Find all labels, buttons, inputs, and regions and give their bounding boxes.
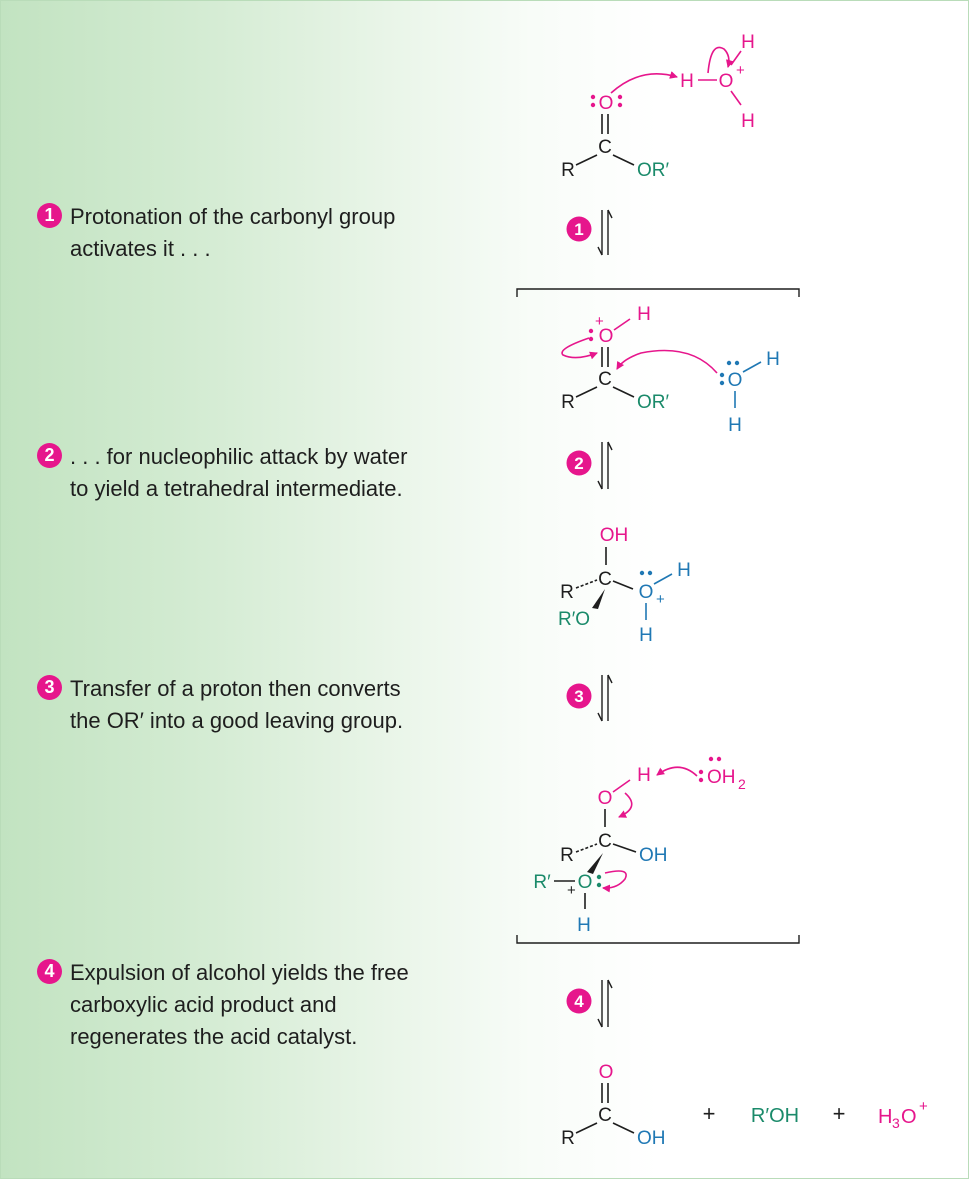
svg-text:H: H xyxy=(766,349,780,370)
step-4-description: 4 Expulsion of alcohol yields the free c… xyxy=(37,957,477,1053)
svg-text:C: C xyxy=(598,569,612,590)
svg-text:OH: OH xyxy=(637,1128,666,1149)
svg-text:O: O xyxy=(639,582,654,603)
svg-text:H: H xyxy=(577,915,591,936)
svg-text:C: C xyxy=(598,831,612,852)
svg-text:R: R xyxy=(561,160,575,181)
svg-text:+: + xyxy=(833,1101,846,1126)
svg-text:H: H xyxy=(639,625,653,646)
svg-text:H: H xyxy=(637,304,651,325)
step-2-badge: 2 xyxy=(37,443,62,468)
svg-text:O: O xyxy=(719,71,734,92)
svg-text:O: O xyxy=(598,788,613,809)
equilibrium-arrow-3: 3 xyxy=(566,674,613,722)
svg-text:H: H xyxy=(878,1106,892,1128)
svg-text:OH: OH xyxy=(639,845,668,866)
step-3-text: Transfer of a proton then converts the O… xyxy=(70,676,404,733)
step-3-description: 3 Transfer of a proton then converts the… xyxy=(37,673,477,737)
svg-text:R′OH: R′OH xyxy=(751,1105,799,1127)
step-4-badge: 4 xyxy=(37,959,62,984)
svg-text:O: O xyxy=(599,326,614,347)
svg-text:H: H xyxy=(637,765,651,786)
bracket-bottom xyxy=(516,935,800,944)
svg-text:1: 1 xyxy=(574,220,583,239)
svg-text:R: R xyxy=(560,845,574,866)
svg-text:+: + xyxy=(703,1101,716,1126)
equilibrium-arrow-1: 1 xyxy=(566,209,613,256)
svg-text:3: 3 xyxy=(574,687,583,706)
step-1-badge: 1 xyxy=(37,203,62,228)
svg-text:H: H xyxy=(741,32,755,53)
svg-text:+: + xyxy=(567,882,576,899)
bracket-top xyxy=(516,288,800,297)
equilibrium-arrow-4: 4 xyxy=(566,979,613,1028)
svg-text:H: H xyxy=(741,111,755,132)
svg-text:H: H xyxy=(728,415,742,436)
svg-text:+: + xyxy=(595,313,604,330)
step-2-description: 2 . . . for nucleophilic attack by water… xyxy=(37,441,477,505)
svg-text:H: H xyxy=(680,71,694,92)
proton-transfer-intermediate: O H OH 2 C R OH R′ O + H xyxy=(533,756,746,936)
svg-text:+: + xyxy=(736,62,745,79)
ester-with-hydronium: O C R OR′ H O + H H xyxy=(561,32,755,181)
svg-text:O: O xyxy=(599,1062,614,1083)
svg-text:OR′: OR′ xyxy=(637,392,670,413)
step-2-text: . . . for nucleophilic attack by water t… xyxy=(70,444,408,501)
svg-text:O: O xyxy=(578,872,593,893)
svg-text:C: C xyxy=(598,369,612,390)
svg-text:R′O: R′O xyxy=(558,609,590,630)
step-1-description: 1 Protonation of the carbonyl group acti… xyxy=(37,201,477,265)
svg-text:OH: OH xyxy=(600,525,629,546)
svg-text:R: R xyxy=(561,1128,575,1149)
tetrahedral-intermediate: OH C R R′O O + H H xyxy=(558,525,691,646)
svg-text:4: 4 xyxy=(574,992,584,1011)
svg-text:R: R xyxy=(561,392,575,413)
step-3-badge: 3 xyxy=(37,675,62,700)
svg-text:H: H xyxy=(677,560,691,581)
svg-text:C: C xyxy=(598,1105,612,1126)
svg-text:O: O xyxy=(599,93,614,114)
equilibrium-arrow-2: 2 xyxy=(566,441,613,490)
protonated-ester-with-water: + O H C R OR′ O H H xyxy=(561,304,780,436)
svg-text:OR′: OR′ xyxy=(637,160,670,181)
svg-text:+: + xyxy=(656,591,665,608)
step-4-text: Expulsion of alcohol yields the free car… xyxy=(70,960,409,1049)
svg-text:C: C xyxy=(598,137,612,158)
svg-text:O: O xyxy=(728,370,743,391)
step-1-text: Protonation of the carbonyl group activa… xyxy=(70,204,396,261)
svg-text:OH: OH xyxy=(707,767,736,788)
svg-text:+: + xyxy=(919,1098,928,1115)
svg-text:O: O xyxy=(901,1106,917,1128)
products: O C R OH + R′OH + H 3 O + xyxy=(561,1062,928,1149)
svg-text:2: 2 xyxy=(574,454,583,473)
svg-text:3: 3 xyxy=(892,1115,900,1131)
svg-text:R: R xyxy=(560,582,574,603)
svg-text:R′: R′ xyxy=(533,872,551,893)
svg-text:2: 2 xyxy=(738,776,746,792)
